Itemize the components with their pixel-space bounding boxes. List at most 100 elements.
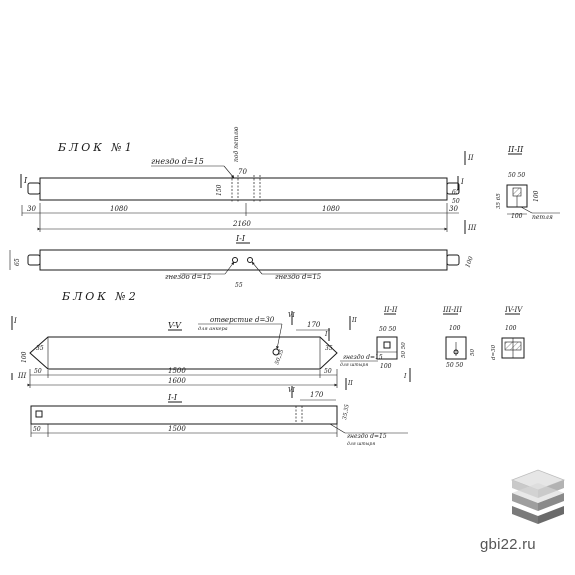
b2-nest-bottom-sub: для штыря: [347, 441, 375, 447]
block1-elevation: [39, 177, 448, 201]
b2-section-III-top: 100: [449, 325, 461, 332]
b2-dim-170-top: 170: [307, 321, 321, 329]
section-II-dim-top: 50 50: [508, 172, 525, 179]
sec-label-II: II: [467, 154, 474, 162]
block1: БЛОК №1 I гнездо d=15 под петлю 70 150 I…: [9, 126, 560, 289]
sec-label-III: III: [467, 224, 477, 232]
b2-nest-right-sub: для штыря: [340, 362, 368, 368]
dim-65-end: 65: [452, 189, 460, 196]
section-II-dim-left: 35 65: [496, 193, 502, 209]
section-II-loop-label: петля: [532, 214, 553, 221]
loop-label: под петлю: [233, 126, 240, 162]
b2-section-IV-side: d=30: [491, 344, 497, 360]
dim-50-end: 50: [452, 198, 460, 205]
b2-section-II-top: 50 50: [379, 326, 396, 333]
b2-section-III-rect: [445, 336, 467, 360]
block1-section-II: II-II 50 50 100 35 65 100 петля: [496, 145, 560, 221]
nest-label-br: гнездо d=15: [275, 273, 322, 281]
b2-dim-35-l: 35: [36, 345, 44, 352]
dim-70: 70: [238, 168, 247, 176]
stacked-slabs-icon: [510, 469, 566, 524]
b2-anchor-hole: [272, 348, 280, 356]
nest-arrow-bl: [224, 261, 235, 275]
section-II-title: II-II: [507, 145, 524, 154]
b2-dim-50-r: 50: [324, 368, 332, 375]
block2: БЛОК №2 I III V-V 100 35 35 50,35 отверс…: [11, 290, 525, 447]
dim-65: 65: [14, 258, 21, 266]
b2-sec-VI: VI: [288, 312, 295, 319]
b2-nest-right: гнездо d=15: [343, 354, 383, 361]
b2-sec-I-right: I: [324, 331, 328, 338]
block2-title: БЛОК №2: [61, 290, 139, 303]
watermark-text: gbi22.ru: [480, 536, 536, 553]
dim-150: 150: [216, 184, 223, 196]
b2-section-IV-title: IV-IV: [504, 306, 523, 314]
block1-pin-left: [27, 182, 41, 195]
dim-30-left: 30: [27, 205, 36, 213]
b2-dim-1500-top: 1500: [168, 367, 186, 375]
block1-plan-pin-right: [446, 254, 460, 266]
b2-hole-sub: для анкера: [198, 326, 228, 332]
b2-dim-1500-bot: 1500: [168, 425, 186, 433]
b2-section-III-title: III-III: [442, 306, 462, 314]
section-marker-label: I: [23, 176, 28, 185]
b2-section-III-hole: [453, 349, 459, 355]
nest-label-bl: гнездо d=15: [165, 273, 212, 281]
block1-title: БЛОК №1: [57, 141, 135, 154]
b2-view-V: V-V: [168, 321, 182, 330]
b2-dim-50-l: 50: [34, 368, 42, 375]
section-II-loop-leader: [520, 206, 533, 214]
b2-section-III-bottom: 50 50: [446, 362, 463, 369]
b2-section-II-nest: [383, 341, 391, 349]
b2-dim-170-bot: 170: [310, 391, 324, 399]
b2-side-view: [30, 405, 338, 425]
b2-sec-II: II: [351, 317, 357, 324]
b2-side-pin: [35, 410, 43, 418]
b2-section-II-rect: [376, 336, 398, 360]
b2-sec-I: I: [13, 317, 17, 325]
b2-section-II-title: II-II: [383, 306, 398, 314]
b2-section-III-side: 50: [470, 349, 476, 356]
b2-dim-100-l: 100: [21, 351, 28, 363]
block1-plan: [39, 249, 448, 271]
dim-1080-right: 1080: [322, 205, 340, 213]
dim-100-right: 100: [464, 255, 475, 268]
nest-arrow-top: [223, 165, 235, 179]
b2-hole-label: отверстие d=30: [210, 316, 275, 324]
b2-dim-50-35: 50,35: [274, 348, 285, 365]
b2-dim-35-r: 35: [325, 345, 333, 352]
b2-sec-VI-low: VI: [288, 387, 295, 394]
b2-top-view: [29, 336, 338, 370]
b2-nest-bottom-leader: [329, 423, 346, 434]
dim-30-right: 30: [449, 205, 458, 213]
section-II-dim-bottom: 100: [511, 213, 523, 220]
b2-view-I: I-I: [167, 393, 178, 402]
b2-section-II: II-II 50 50 50 50 100 I: [376, 306, 411, 382]
dim-2160: 2160: [232, 220, 251, 228]
b2-sec-II-low: II: [347, 380, 353, 387]
plan-nest-1: [232, 257, 238, 263]
section-II-dim-side: 100: [533, 190, 540, 202]
b2-section-IV: IV-IV 100 d=30: [491, 306, 525, 360]
block1-pin-right: [446, 182, 460, 195]
b2-dim-35-bot: 35,35: [342, 403, 351, 420]
b2-section-III: III-III 100 50 50 50: [442, 306, 476, 369]
b2-section-II-marker-label: I: [403, 373, 407, 380]
dim-55: 55: [235, 282, 243, 289]
sec-label-I: I: [460, 178, 464, 186]
dim-1080-left: 1080: [110, 205, 128, 213]
watermark: gbi22.ru: [470, 462, 575, 575]
b2-section-II-side: 50 50: [401, 342, 407, 358]
nest-arrow-br: [251, 261, 263, 275]
block1-plan-pin-left: [27, 254, 41, 266]
b2-section-II-bottom: 100: [380, 363, 392, 370]
b2-nest-bottom: гнездо d=15: [347, 433, 387, 440]
b2-hole-leader: [276, 323, 283, 350]
b2-section-IV-top: 100: [505, 325, 517, 332]
b2-dim-50-bot: 50: [33, 426, 41, 433]
view-title-I: I-I: [235, 234, 246, 243]
b2-sec-III: III: [17, 372, 27, 380]
b2-dim-1600: 1600: [168, 377, 186, 385]
nest-label-top: гнездо d=15: [151, 157, 204, 166]
